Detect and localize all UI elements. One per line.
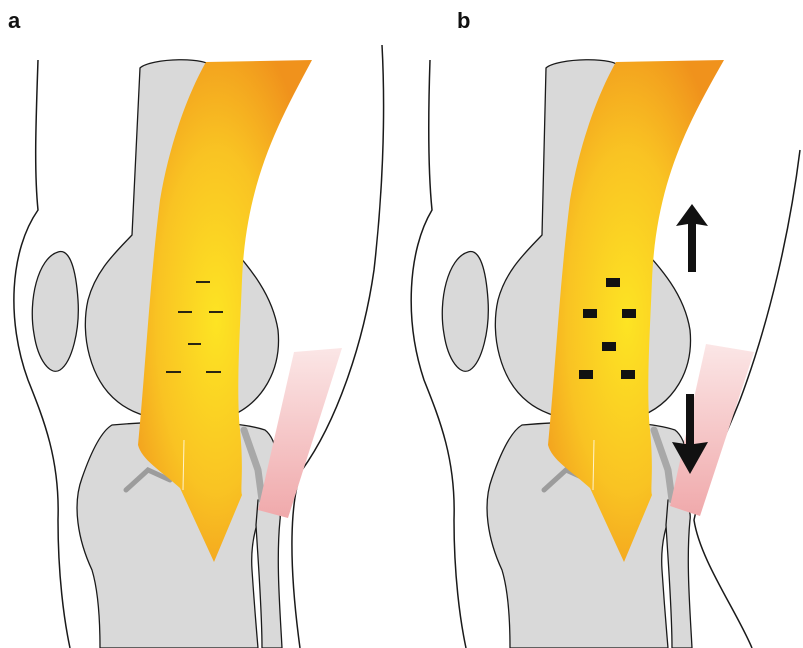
- patella: [32, 252, 78, 372]
- patella: [442, 252, 488, 372]
- panel-a: [14, 45, 384, 648]
- marker-block: [621, 370, 635, 379]
- fibula: [666, 500, 692, 648]
- fibula: [256, 500, 282, 648]
- panel-b: [411, 60, 800, 648]
- marker-block: [622, 309, 636, 318]
- marker-block: [606, 278, 620, 287]
- marker-block: [583, 309, 597, 318]
- leg-outline: [292, 45, 384, 648]
- arrow-up: [676, 204, 708, 272]
- marker-block: [579, 370, 593, 379]
- marker-block: [602, 342, 616, 351]
